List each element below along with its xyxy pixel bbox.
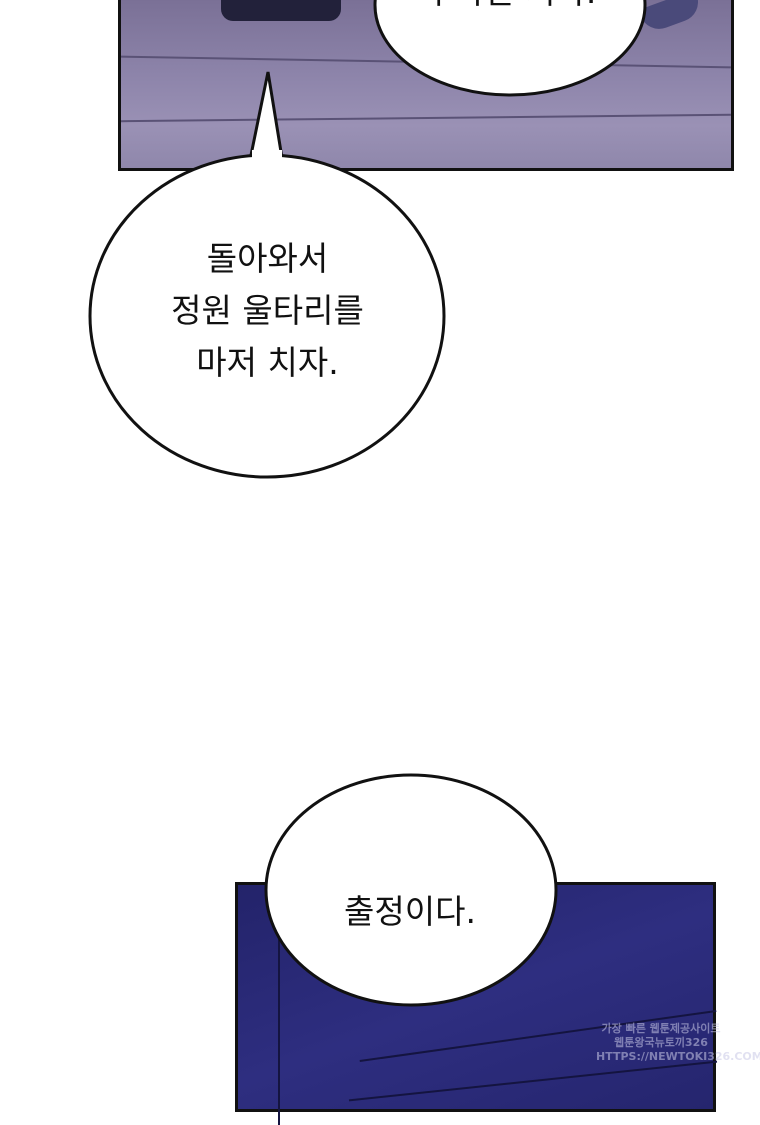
speech-bubble-bottom: [264, 773, 558, 1007]
watermark-line: 가장 빠른 웹툰제공사이트: [601, 1022, 721, 1035]
tail-join: [252, 150, 282, 164]
text-line: 돌아와서: [206, 239, 329, 278]
character-feet: [221, 0, 341, 21]
speech-bubbles: [88, 0, 647, 1007]
watermark-line: HTTPS://NEWTOKI326.COM: [596, 1050, 760, 1063]
bubble-bottom-text: 출정이다.: [344, 892, 476, 931]
speech-bubble-top: [373, 0, 647, 97]
watermark: 가장 빠른 웹툰제공사이트 웹툰왕국뉴토끼326 HTTPS://NEWTOKI…: [596, 1022, 760, 1064]
bubble-middle-text: 돌아와서 정원 울타리를 마저 치자.: [110, 233, 425, 389]
panel-line: [278, 925, 280, 1125]
watermark-line: 웹툰왕국뉴토끼326: [614, 1036, 708, 1049]
speech-bubble-tail: [248, 71, 284, 161]
text-line: 마저 치자.: [196, 343, 339, 382]
bubble-top-text: 부탁한 거야.: [380, 0, 640, 18]
text-line: 정원 울타리를: [171, 291, 364, 330]
